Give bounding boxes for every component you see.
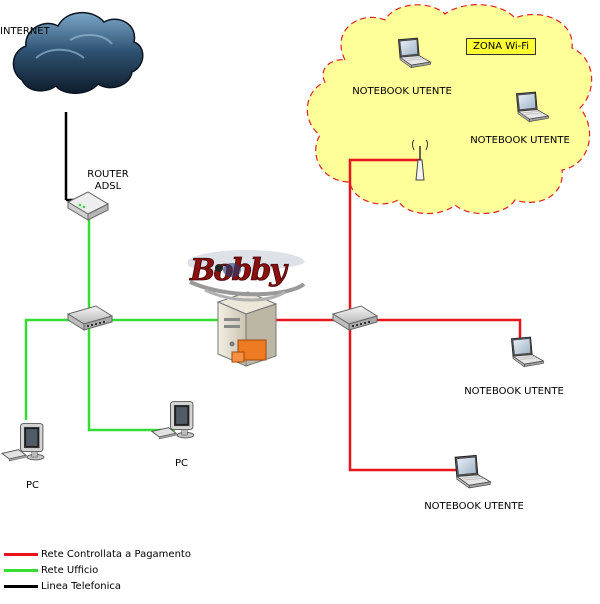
notebook-wifi-2-label: NOTEBOOK UTENTE	[470, 135, 570, 146]
laptop-icon	[454, 454, 491, 489]
legend-swatch-red	[4, 552, 38, 556]
legend-item-office-network: Rete Ufficio	[4, 562, 191, 578]
server-icon	[216, 291, 278, 367]
wifi-zone-area	[306, 4, 593, 215]
bobby-logo: Bobby	[188, 250, 306, 302]
legend: Rete Controllata a Pagamento Rete Uffici…	[4, 546, 191, 594]
wifi-zone-label: ZONA Wi-Fi	[466, 38, 537, 55]
wifi-antenna-icon	[412, 139, 428, 181]
office-network-lines	[24, 218, 218, 432]
network-switch-icon	[66, 305, 114, 331]
notebook-wired-2-label: NOTEBOOK UTENTE	[424, 501, 524, 512]
legend-item-paid-network: Rete Controllata a Pagamento	[4, 546, 191, 562]
router-label-line1: ROUTER	[87, 169, 129, 180]
legend-label: Rete Controllata a Pagamento	[41, 548, 191, 560]
pc-2-label: PC	[175, 458, 189, 469]
router-label-line2: ADSL	[94, 181, 122, 192]
legend-label: Linea Telefonica	[41, 580, 122, 592]
legend-swatch-black	[4, 584, 38, 588]
router-icon	[66, 191, 110, 221]
desktop-pc-icon	[1, 423, 45, 462]
notebook-wired-1-label: NOTEBOOK UTENTE	[464, 386, 564, 397]
legend-item-phone-line: Linea Telefonica	[4, 578, 191, 594]
notebook-wifi-1-label: NOTEBOOK UTENTE	[352, 86, 452, 97]
network-switch-icon	[331, 305, 379, 331]
internet-label: INTERNET	[0, 26, 50, 37]
desktop-pc-icon	[151, 401, 195, 440]
laptop-icon	[510, 336, 544, 368]
pc-1-label: PC	[26, 480, 40, 491]
legend-swatch-green	[4, 568, 38, 572]
internet-cloud-icon	[12, 12, 144, 94]
legend-label: Rete Ufficio	[41, 564, 99, 576]
